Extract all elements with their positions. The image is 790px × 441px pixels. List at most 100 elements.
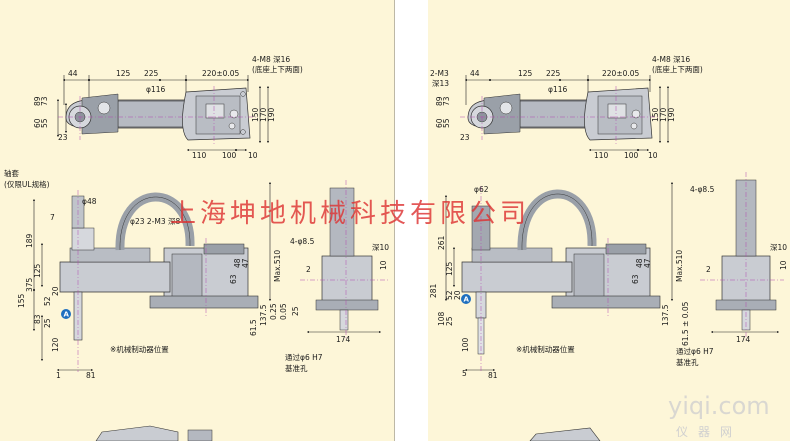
- dim-label: 155: [17, 293, 26, 308]
- dim-label: 10: [248, 151, 258, 160]
- dim-label: 23: [58, 133, 68, 142]
- dim-label: 100: [461, 337, 470, 352]
- reference-badge: [61, 309, 71, 319]
- dim-label: 深13: [432, 79, 449, 88]
- dim-label: 48: [635, 258, 644, 268]
- left-top-view: [56, 75, 270, 152]
- dim-label: 73: [442, 96, 451, 106]
- right-top-view: [460, 75, 670, 152]
- dim-label: 125: [445, 261, 454, 276]
- dim-label: 261: [437, 235, 446, 250]
- dim-label: 73: [40, 96, 49, 106]
- dim-label: 190: [267, 107, 276, 122]
- partial-view: [95, 425, 179, 441]
- hole-note: 基准孔: [285, 363, 308, 373]
- dim-label: 10: [379, 260, 388, 270]
- dim-label: 5: [462, 369, 467, 378]
- dim-label: 170: [659, 107, 668, 122]
- dim-label: 281: [429, 283, 438, 298]
- reference-badge: [461, 294, 471, 304]
- dim-label: 4-M8 深16: [252, 55, 290, 64]
- dim-label: 52: [445, 290, 454, 300]
- dim-label: 174: [736, 335, 751, 344]
- dim-label: 20: [453, 290, 462, 300]
- dim-label: 220±0.05: [602, 69, 640, 78]
- dim-label: 44: [470, 69, 480, 78]
- dim-label: 0.05: [279, 303, 288, 320]
- dim-label: 0.25: [269, 303, 278, 320]
- company-watermark: 上海坤地机械科技有限公司: [170, 199, 530, 229]
- brake-note: ※机械制动器位置: [110, 344, 169, 354]
- dim-label: 深10: [770, 243, 787, 252]
- partial-view: [187, 429, 213, 441]
- dim-label: 150: [651, 107, 660, 122]
- dim-label: 25: [43, 318, 52, 328]
- dim-label: 55: [40, 118, 49, 128]
- dim-label: 375: [25, 277, 34, 292]
- dim-label: 174: [336, 335, 351, 344]
- left-side-dimension-labels: φ48 φ23 2-M3 深8 189 125 375 155 20 52 83…: [4, 168, 389, 380]
- panel-divider: [394, 0, 395, 441]
- site-watermark-cn: 仪器网: [676, 425, 742, 439]
- dim-label: 23: [460, 133, 470, 142]
- dim-label: 52: [43, 296, 52, 306]
- dim-label: 220±0.05: [202, 69, 240, 78]
- dim-label: 2: [706, 265, 711, 274]
- dim-label: 89: [435, 96, 444, 106]
- dim-label: 47: [643, 258, 652, 268]
- dim-label: φ116: [548, 85, 567, 94]
- dim-label: φ48: [82, 197, 97, 206]
- dim-label: 189: [25, 233, 34, 248]
- dim-label: 125: [33, 263, 42, 278]
- dim-label: 190: [667, 107, 676, 122]
- reference-badge-label: A: [64, 311, 70, 319]
- dim-label: 120: [51, 337, 60, 352]
- dim-label: 25: [445, 316, 454, 326]
- right-side-dimension-labels: φ62 261 125 281 52 20 108 25 100 5 81 Ma…: [429, 185, 788, 380]
- dim-label: 150: [251, 107, 260, 122]
- dim-label: Max.510: [273, 250, 282, 282]
- dim-label: 110: [594, 151, 609, 160]
- dim-label: 170: [259, 107, 268, 122]
- dim-label: 44: [68, 69, 78, 78]
- dim-label: 125: [518, 69, 533, 78]
- right-side-view: [444, 172, 784, 372]
- dim-label: (底座上下两面): [652, 64, 703, 74]
- dim-label: (底座上下两面): [252, 64, 303, 74]
- hole-note: 通过φ6 H7: [676, 346, 714, 356]
- dim-label: 60: [435, 118, 444, 128]
- dim-label: 7: [50, 213, 55, 222]
- dim-label: φ23 2-M3 深8: [130, 217, 180, 226]
- dim-label: 2: [306, 265, 311, 274]
- axis-note: (仅限UL规格): [4, 179, 50, 189]
- dim-label: 110: [192, 151, 207, 160]
- dim-label: 4-φ8.5: [290, 237, 315, 246]
- dim-label: 10: [779, 260, 788, 270]
- dim-label: 深10: [372, 243, 389, 252]
- dim-label: 81: [488, 371, 498, 380]
- reference-badge-label: A: [464, 296, 470, 304]
- dim-label: 225: [144, 69, 159, 78]
- left-side-view: [32, 180, 390, 372]
- partial-view: [529, 427, 601, 441]
- dim-label: 100: [222, 151, 237, 160]
- dim-label: φ116: [146, 85, 165, 94]
- dim-label: 108: [437, 311, 446, 326]
- axis-label: 轴套: [4, 168, 19, 178]
- dim-label: 2-M3: [430, 69, 449, 78]
- left-drawing-panel: [0, 0, 394, 441]
- brake-note: ※机械制动器位置: [516, 344, 575, 354]
- dim-label: 137.5: [259, 304, 268, 326]
- dim-label: 55: [442, 118, 451, 128]
- hole-note: 基准孔: [676, 357, 699, 367]
- dim-label: 63: [631, 274, 640, 284]
- dim-label: 4-φ8.5: [690, 185, 715, 194]
- right-top-dimension-labels: 2-M3 深13 44 125 225 220±0.05 4-M8 深16 (底…: [430, 55, 703, 160]
- dim-label: Max.510: [675, 250, 684, 282]
- dim-label: φ62: [474, 185, 489, 194]
- dim-label: 63: [229, 274, 238, 284]
- dim-label: 4-M8 深16: [652, 55, 690, 64]
- dim-label: 137.5: [661, 304, 670, 326]
